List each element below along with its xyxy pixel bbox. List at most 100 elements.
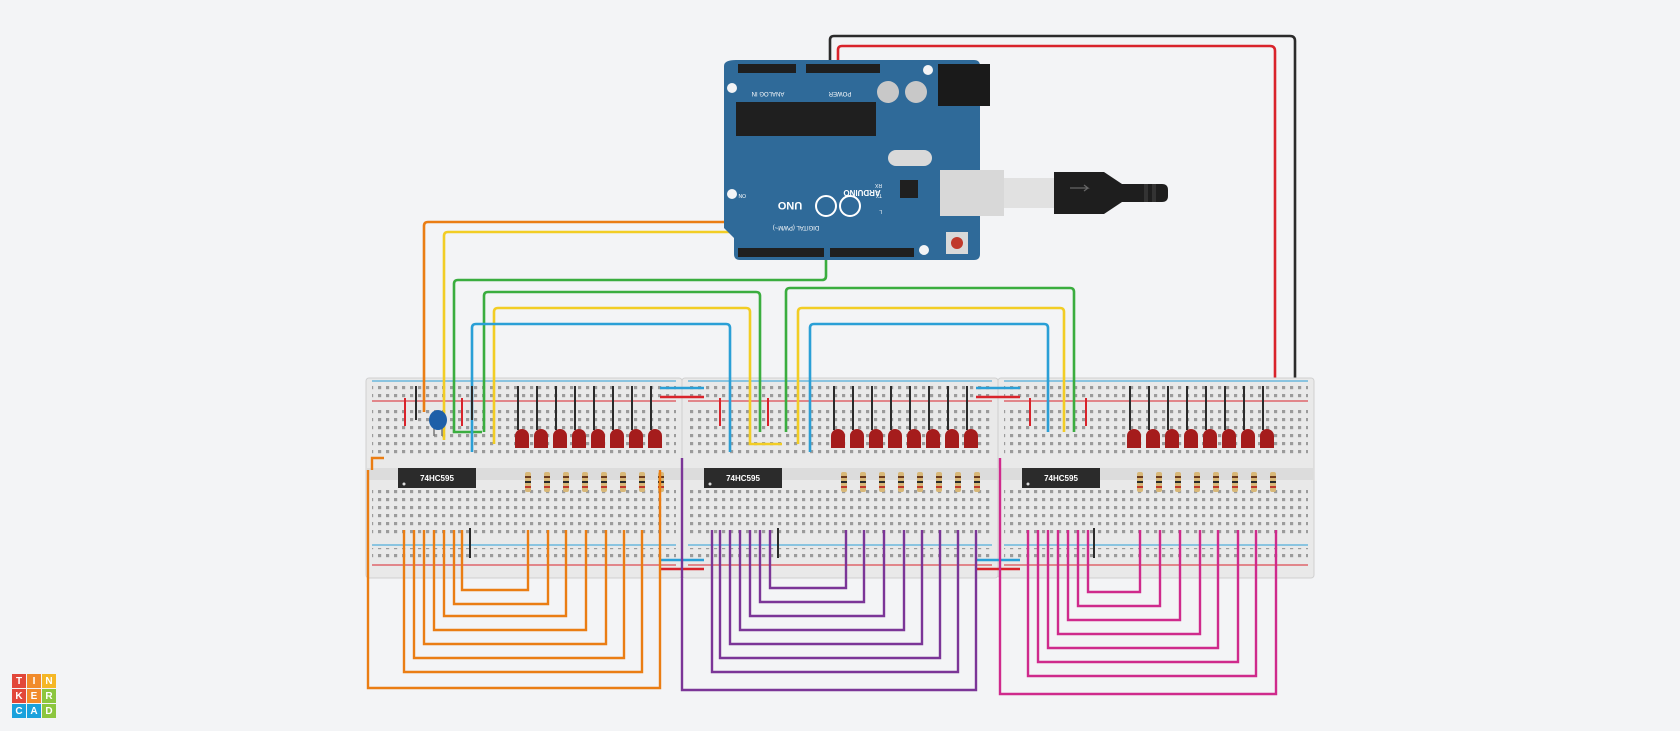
led[interactable]	[888, 429, 902, 448]
led[interactable]	[1184, 429, 1198, 448]
arduino-brand: ARDUINO	[843, 188, 880, 197]
resistor-band	[639, 476, 645, 478]
led-ground-wires[interactable]	[415, 386, 1264, 558]
resistor-band	[563, 476, 569, 478]
led[interactable]	[1127, 429, 1141, 448]
led[interactable]	[534, 429, 548, 448]
output-wires-2[interactable]	[680, 458, 978, 692]
logo-letter: A	[27, 704, 41, 718]
resistor-band	[601, 481, 607, 483]
chip-1-label: 74HC595	[420, 474, 454, 483]
arduino-uno-board[interactable]: ARDUINO UNO ANALOG IN POWER DIGITAL (PWM…	[724, 60, 1004, 260]
led[interactable]	[1165, 429, 1179, 448]
led[interactable]	[572, 429, 586, 448]
ground-wire[interactable]	[828, 34, 1297, 560]
arduino-model: UNO	[777, 199, 802, 211]
usb-icon	[1070, 184, 1090, 192]
resistor-band	[1251, 481, 1257, 483]
resistor-band	[936, 476, 942, 478]
chain-green-1[interactable]	[482, 290, 762, 432]
logo-letter: K	[12, 689, 26, 703]
resistor-band	[1213, 476, 1219, 478]
capacitor[interactable]	[429, 410, 447, 436]
chain-yellow-2[interactable]	[796, 306, 1066, 444]
output-wires-3[interactable]	[998, 458, 1278, 696]
led[interactable]	[1203, 429, 1217, 448]
tinkercad-logo[interactable]: T I N K E R C A D	[12, 674, 56, 718]
resistor-band	[955, 481, 961, 483]
resistor-band	[1213, 481, 1219, 483]
usb-cable[interactable]	[1004, 172, 1168, 214]
power-wires[interactable]	[828, 34, 1297, 560]
resistor-band	[955, 476, 961, 478]
power-header-label: POWER	[828, 90, 851, 96]
chip-3[interactable]: 74HC595	[1022, 468, 1100, 488]
led[interactable]	[926, 429, 940, 448]
resistor-band	[601, 486, 607, 488]
resistor-band	[974, 476, 980, 478]
resistor-band	[563, 481, 569, 483]
chip-1[interactable]: 74HC595	[398, 468, 476, 488]
resistor-band	[620, 476, 626, 478]
resistor-band	[525, 481, 531, 483]
resistor-band	[841, 481, 847, 483]
resistor-band	[841, 486, 847, 488]
resistor-band	[841, 476, 847, 478]
output-wires-1[interactable]	[366, 456, 662, 690]
led[interactable]	[591, 429, 605, 448]
resistor-band	[879, 481, 885, 483]
resistor-band	[1156, 486, 1162, 488]
resistor-band	[879, 476, 885, 478]
led[interactable]	[553, 429, 567, 448]
resistor-band	[1137, 476, 1143, 478]
chip-3-label: 74HC595	[1044, 474, 1078, 483]
resistor-band	[582, 476, 588, 478]
resistor-band	[582, 486, 588, 488]
led[interactable]	[629, 429, 643, 448]
chip-power-wires[interactable]	[404, 398, 1087, 426]
resistor-band	[639, 481, 645, 483]
resistor-band	[917, 486, 923, 488]
led[interactable]	[610, 429, 624, 448]
resistor-band	[1232, 476, 1238, 478]
led-group[interactable]	[515, 429, 1274, 448]
chain-green-2[interactable]	[784, 286, 1076, 432]
chain-yellow-1[interactable]	[492, 306, 782, 446]
resistor-band	[544, 481, 550, 483]
resistor-band	[1137, 486, 1143, 488]
resistor-band	[525, 476, 531, 478]
led[interactable]	[869, 429, 883, 448]
led[interactable]	[907, 429, 921, 448]
led[interactable]	[515, 429, 529, 448]
chip-2[interactable]: 74HC595	[704, 468, 782, 488]
chain-blue-1[interactable]	[470, 322, 732, 452]
five-volt-wire[interactable]	[836, 44, 1277, 402]
resistor-band	[1251, 486, 1257, 488]
data-wire-green[interactable]	[452, 252, 828, 434]
resistor-band	[1194, 481, 1200, 483]
digital-header-label: DIGITAL (PWM~)	[773, 224, 820, 230]
resistor-band	[601, 476, 607, 478]
logo-letter: R	[42, 689, 56, 703]
logo-letter: D	[42, 704, 56, 718]
led[interactable]	[1146, 429, 1160, 448]
resistor-band	[917, 476, 923, 478]
led[interactable]	[850, 429, 864, 448]
l-led-label: L	[879, 208, 882, 214]
resistor-band	[860, 486, 866, 488]
led[interactable]	[964, 429, 978, 448]
logo-letter: I	[27, 674, 41, 688]
chain-blue-2[interactable]	[808, 322, 1050, 452]
resistor-band	[936, 486, 942, 488]
resistor-band	[898, 476, 904, 478]
resistor-band	[1175, 486, 1181, 488]
led[interactable]	[1260, 429, 1274, 448]
led[interactable]	[831, 429, 845, 448]
led[interactable]	[1222, 429, 1236, 448]
resistor-band	[917, 481, 923, 483]
led[interactable]	[648, 429, 662, 448]
led[interactable]	[945, 429, 959, 448]
resistor-band	[936, 481, 942, 483]
led[interactable]	[1241, 429, 1255, 448]
